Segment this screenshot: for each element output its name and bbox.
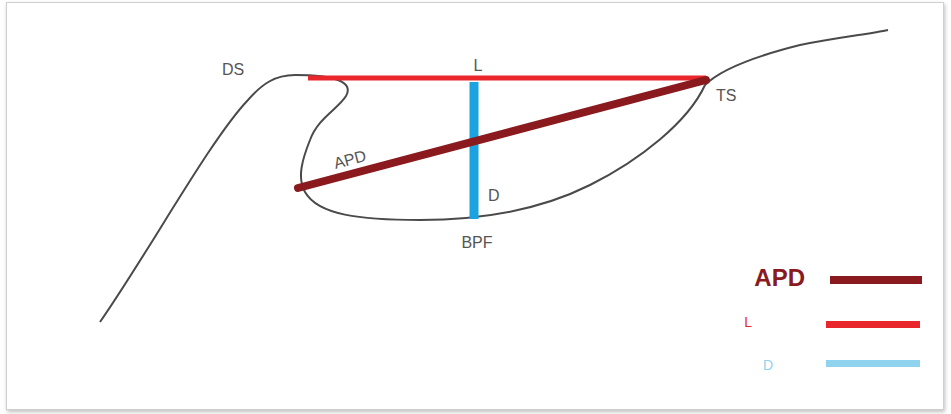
point-label: TS [716,88,736,104]
apd-line [298,80,706,188]
l-line [308,76,706,81]
depth-label: D [488,188,500,204]
length-label: L [474,58,483,74]
legend-swatch [826,321,920,328]
legend-swatch [830,276,922,284]
legend-text: D [763,358,773,372]
point-label: DS [222,62,244,78]
legend-swatch [826,360,920,367]
legend-text: APD [754,266,805,290]
point-label: BPF [461,235,492,251]
pocket-outline [100,30,888,322]
legend-text: L [744,315,752,329]
d-line [470,82,479,219]
